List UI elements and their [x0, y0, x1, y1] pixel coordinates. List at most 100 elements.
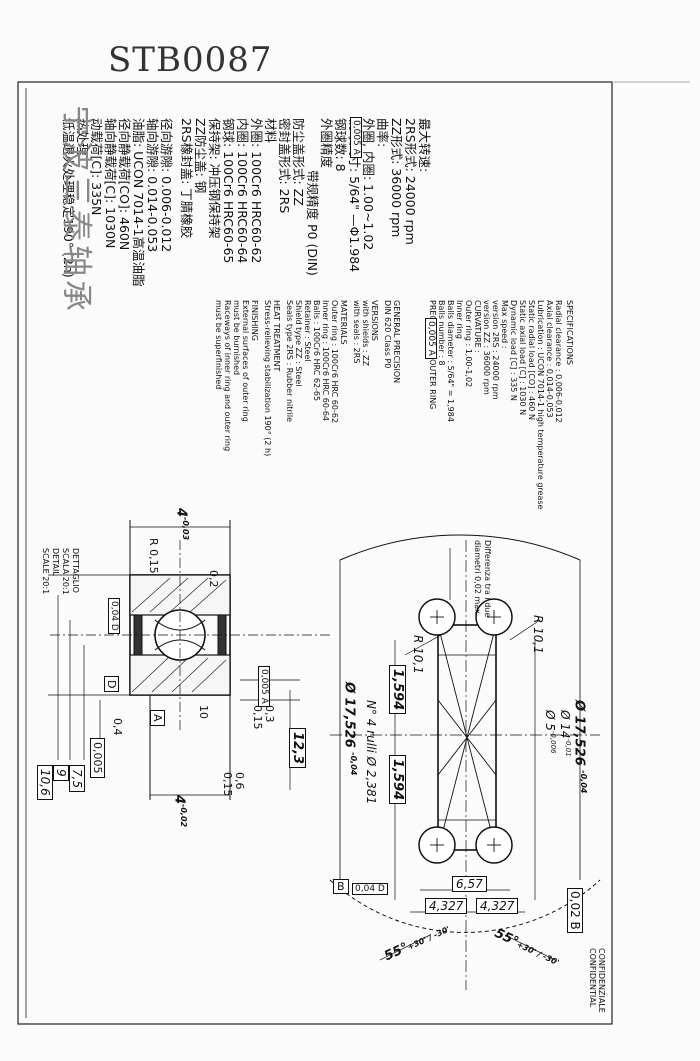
dim-6-57: 6,57	[452, 876, 487, 892]
spec-en-3: Lubrication : UCON 7014-1 high temperatu…	[536, 300, 545, 510]
dim-1594-a: 1,594	[389, 665, 406, 715]
spec-cn-15: 防尘盖形式: ZZ	[291, 118, 306, 206]
runout-tolerance-cn: 0,005 A	[350, 117, 362, 158]
dim-dia-5: Ø 5-0,006	[543, 710, 557, 754]
bearing-section	[48, 520, 330, 800]
dim-0-15: 0,15	[251, 705, 264, 730]
spec-en-4: Static radial load [CO] : 460 N	[527, 300, 536, 420]
document-id: STB0087	[108, 40, 273, 80]
dim-dia-17-526-left: Ø 17,526 -0,04	[341, 682, 358, 776]
spec-en-5: Static axial load [C] : 1030 N	[518, 300, 527, 416]
spec-en-6: Dynamic load [C] : 335 N	[509, 300, 518, 401]
spec-cn-10: 外圈, 内圈: 1.00~1.02	[361, 118, 376, 251]
spec-en-11: Outer ring : 1,00-1,02	[464, 300, 473, 388]
spec-en-17: DIN 620 Class P0	[383, 300, 392, 369]
spec-cn-23: 2RS橡封盖: 丁腈橡胶	[179, 118, 194, 239]
title-frame	[17, 81, 613, 1025]
spec-cn-8: ZZ形式: 36000 rpm	[389, 118, 404, 238]
spec-en-18: VERSIONS	[370, 300, 379, 341]
datum-a: A	[150, 710, 165, 726]
dim-r10-1-left: R 10,1	[411, 635, 425, 674]
spec-en-13: Balls diameter : 5/64" = 1,984	[446, 300, 455, 422]
confidential-label-en: CONFIDENTIAL	[588, 948, 597, 1008]
spec-cn-19: 内圈: 100Cr6 HRC60-64	[235, 118, 250, 264]
spec-en-0: SPECIFICATIONS	[565, 300, 574, 365]
dim-n-balls: N° 4 rulli Ø 2,381	[364, 700, 378, 805]
spec-cn-9: 曲率:	[375, 118, 390, 148]
dim-flat-0-005: 0,005	[90, 738, 105, 778]
dim-dia-14: Ø 14-0,01	[558, 710, 572, 757]
spec-cn-6: 最大转速:	[417, 118, 432, 173]
spec-cn-16: 密封盖形式: 2RS	[277, 118, 292, 214]
spec-en-33: Raceways of inner ring and outer ring	[223, 300, 232, 452]
datum-d: D	[104, 676, 119, 693]
dim-r10-1-right: R 10,1	[531, 615, 545, 654]
spec-cn-1: 轴向游隙: 0.014-0.053	[145, 118, 160, 253]
diff-note-line-1: Differenza tra i due	[483, 540, 492, 618]
confidential-label-it: CONFIDENZIALE	[597, 948, 606, 1013]
diff-note-line-2: diametri 0,02 max	[473, 540, 482, 614]
maker-name: 宁波三泰轴承	[58, 105, 94, 315]
dim-0-3: 0,3	[263, 705, 276, 723]
spec-en-27: Seals type 2RS : Rubber nitrile	[285, 300, 294, 423]
dim-0-6: 0,6	[233, 772, 246, 790]
spec-cn-14: 带规精度 P0 (DIN)	[305, 170, 320, 276]
spec-en-32: must be burnished	[232, 300, 241, 376]
dim-12-3: 12,3	[289, 728, 306, 769]
spec-en-2: Axial clearance : 0,014-0,053	[545, 300, 554, 418]
detail-label-3: DETAIL	[51, 548, 60, 576]
spec-en-34: must be superfinished	[214, 300, 223, 390]
spec-cn-4: 轴向静载荷[C]: 1030N	[103, 118, 118, 249]
spec-en-21: MATERIALS	[339, 300, 348, 345]
dim-chamfer-2: 0,2	[207, 570, 220, 588]
spec-en-25: Retainer : Steel	[303, 300, 312, 362]
spec-cn-12: 钢球数: 8	[333, 118, 348, 172]
position-tolerance-d: 0,04 D	[108, 598, 120, 634]
spec-en-14: Balls number : 8	[437, 300, 446, 366]
spec-en-16: GENERAL PRECISION	[392, 300, 401, 384]
concentricity-tolerance-b: 0,02 B	[567, 888, 583, 933]
dim-width-top: 4-0,03	[173, 508, 190, 541]
spec-en-29: Stress-relieving stabilization 190° (2 h…	[263, 300, 272, 457]
dim-flat-0-4: 0,4	[111, 718, 124, 736]
spec-en-12: Inner ring	[455, 300, 464, 339]
position-tolerance-b: 0,04 D	[352, 883, 388, 895]
spec-cn-18: 外圈: 100Cr6 HRC60-62	[249, 118, 264, 264]
spec-en-8: version 2RS : 24000 rpm	[491, 300, 500, 400]
perpendicularity-a: 0,005 A	[258, 666, 270, 707]
dim-chamfer: R 0,15	[147, 538, 160, 574]
datum-b: B	[333, 879, 349, 894]
dim-dia-17-526-top: Ø 17,526 -0,04	[571, 700, 588, 794]
dim-9: 9	[53, 765, 69, 781]
spec-cn-7: 2RS形式: 24000 rpm	[403, 118, 418, 245]
spec-en-23: Inner ring : 100Cr6 HRC 60-64	[321, 300, 330, 422]
spec-en-30: FINISHING	[250, 300, 259, 341]
dim-4-327-left: 4,327	[425, 898, 468, 914]
spec-en-20: with seals : 2RS	[352, 300, 361, 364]
spec-cn-3: 径向静载荷[CO]: 460N	[117, 118, 132, 251]
plan-view	[329, 534, 601, 990]
spec-cn-17: 材料	[263, 118, 278, 144]
spec-cn-21: 保持架: 冲压钢保持架	[207, 118, 222, 239]
spec-cn-13: 外圈精度	[319, 118, 334, 169]
spec-en-26: Shield type ZZ : Steel	[294, 300, 303, 387]
runout-tolerance-en: 0,005 A	[425, 318, 437, 359]
dim-0-15b: 0,15	[221, 772, 234, 797]
spec-en-24: Balls : 100Cr6 HRC 62-65	[312, 300, 321, 402]
dim-7-5: 7,5	[69, 765, 85, 793]
spec-cn-22: ZZ防尘盖: 钢	[193, 118, 208, 194]
detail-label-2: SCALA 20:1	[61, 548, 70, 595]
spec-en-9: version ZZ : 36000 rpm	[482, 300, 491, 395]
dim-angle-10: 10	[197, 705, 210, 719]
spec-en-31: External surfaces of outer ring	[241, 300, 250, 422]
spec-en-22: Outer ring : 100Cr6 HRC 60-62	[330, 300, 339, 424]
dim-1594-b: 1,594	[389, 755, 406, 805]
detail-label-4: SCALE 20:1	[41, 548, 50, 595]
spec-en-19: with shields : ZZ	[361, 300, 370, 367]
spec-en-10: CURVATURE :	[473, 300, 482, 353]
dim-10-6: 10,6	[37, 765, 53, 800]
dim-4-327-right: 4,327	[476, 898, 519, 914]
detail-label-1: DETTAGLIO	[71, 548, 80, 593]
